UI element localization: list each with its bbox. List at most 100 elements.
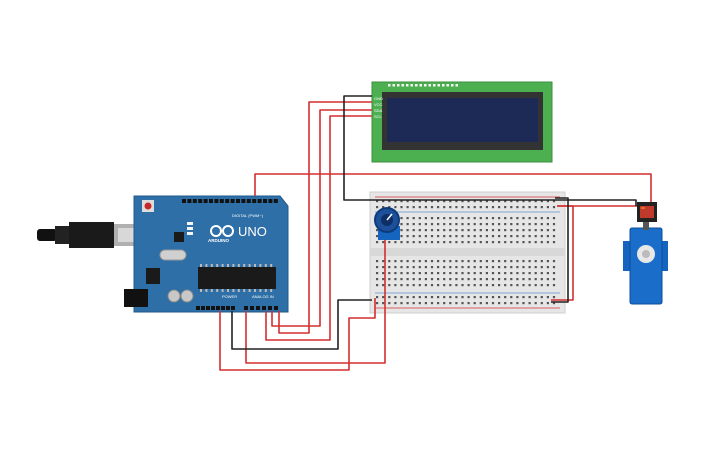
breadboard-hole — [467, 200, 470, 203]
breadboard-hole — [473, 241, 476, 244]
breadboard-hole — [443, 229, 446, 232]
header-pin — [246, 199, 251, 203]
breadboard-hole — [522, 223, 525, 226]
breadboard-hole — [394, 260, 397, 263]
power-jack[interactable] — [124, 289, 148, 307]
capacitor — [167, 289, 181, 303]
wire-gnd-bottom — [231, 299, 372, 350]
breadboard-hole — [406, 302, 409, 305]
breadboard-hole — [418, 278, 421, 281]
breadboard-hole — [430, 200, 434, 203]
breadboard-hole — [382, 302, 385, 305]
breadboard-hole — [522, 266, 525, 269]
breadboard-hole — [485, 235, 488, 238]
breadboard-hole — [510, 206, 513, 209]
servo-motor[interactable] — [623, 202, 668, 305]
breadboard-hole — [528, 272, 531, 275]
breadboard-hole — [437, 302, 440, 305]
breadboard-hole — [443, 284, 446, 287]
breadboard-hole — [461, 223, 464, 226]
breadboard-hole — [394, 266, 397, 269]
breadboard[interactable] — [369, 191, 566, 314]
lcd-16x2-i2c[interactable]: GND VCC SDA SCL — [371, 81, 553, 163]
breadboard-hole — [546, 235, 549, 238]
breadboard-hole — [437, 229, 440, 232]
breadboard-hole — [443, 241, 446, 244]
breadboard-hole — [510, 235, 513, 238]
breadboard-hole — [540, 278, 543, 281]
potentiometer[interactable] — [374, 207, 400, 240]
breadboard-hole — [479, 260, 482, 263]
led-indicator — [187, 222, 193, 225]
breadboard-hole — [516, 266, 519, 269]
breadboard-hole — [449, 284, 452, 287]
breadboard-hole — [546, 200, 549, 203]
header-pin — [196, 306, 200, 310]
breadboard-hole — [540, 235, 543, 238]
breadboard-hole — [455, 272, 458, 275]
breadboard-hole — [455, 284, 458, 287]
chip-leg — [264, 264, 267, 267]
breadboard-hole — [552, 206, 556, 209]
breadboard-hole — [479, 266, 482, 269]
breadboard-hole — [437, 241, 440, 244]
breadboard-hole — [394, 272, 397, 275]
breadboard-hole — [467, 278, 470, 281]
breadboard-hole — [510, 200, 513, 203]
breadboard-hole — [479, 296, 482, 299]
breadboard-hole — [430, 235, 434, 238]
header-pin — [262, 306, 266, 310]
breadboard-hole — [473, 217, 476, 220]
breadboard-hole — [516, 278, 519, 281]
breadboard-hole — [461, 284, 464, 287]
breadboard-hole — [394, 278, 397, 281]
breadboard-hole — [437, 296, 440, 299]
breadboard-hole — [388, 200, 391, 203]
breadboard-hole — [437, 260, 440, 263]
breadboard-hole — [498, 241, 501, 244]
lcd-pin — [428, 84, 431, 87]
usb-cable[interactable] — [37, 222, 144, 248]
breadboard-hole — [534, 206, 537, 209]
breadboard-hole — [473, 302, 476, 305]
wires[interactable] — [219, 95, 652, 371]
breadboard-hole — [400, 206, 403, 209]
arduino-uno-board[interactable]: UNO ARDUINO DIGITAL (PWM~) POWER ANALOG … — [124, 195, 289, 313]
chip-leg — [200, 289, 202, 292]
breadboard-hole — [437, 284, 440, 287]
breadboard-hole — [424, 229, 427, 232]
breadboard-hole — [376, 206, 379, 209]
breadboard-hole — [504, 235, 507, 238]
breadboard-hole — [467, 260, 470, 263]
breadboard-hole — [412, 272, 415, 275]
breadboard-hole — [412, 200, 415, 203]
digital-label: DIGITAL (PWM~) — [232, 213, 264, 218]
breadboard-hole — [540, 241, 543, 244]
breadboard-hole — [376, 241, 379, 244]
breadboard-hole — [491, 278, 495, 281]
breadboard-hole — [516, 260, 519, 263]
header-pin — [274, 306, 278, 310]
breadboard-hole — [510, 217, 513, 220]
breadboard-hole — [516, 206, 519, 209]
breadboard-hole — [461, 217, 464, 220]
breadboard-hole — [552, 278, 556, 281]
header-pin — [201, 306, 205, 310]
breadboard-hole — [424, 296, 427, 299]
breadboard-hole — [430, 278, 434, 281]
breadboard-hole — [528, 200, 531, 203]
breadboard-hole — [406, 266, 409, 269]
breadboard-hole — [504, 260, 507, 263]
breadboard-hole — [406, 284, 409, 287]
chip-leg — [216, 289, 219, 292]
analog-label: ANALOG IN — [252, 294, 274, 299]
chip-leg — [237, 264, 240, 267]
header-pin — [268, 199, 273, 203]
breadboard-hole — [430, 223, 434, 226]
breadboard-hole — [473, 223, 476, 226]
breadboard-hole — [479, 241, 482, 244]
lcd-pin — [392, 84, 395, 87]
lcd-pin — [401, 84, 404, 87]
breadboard-hole — [485, 223, 488, 226]
